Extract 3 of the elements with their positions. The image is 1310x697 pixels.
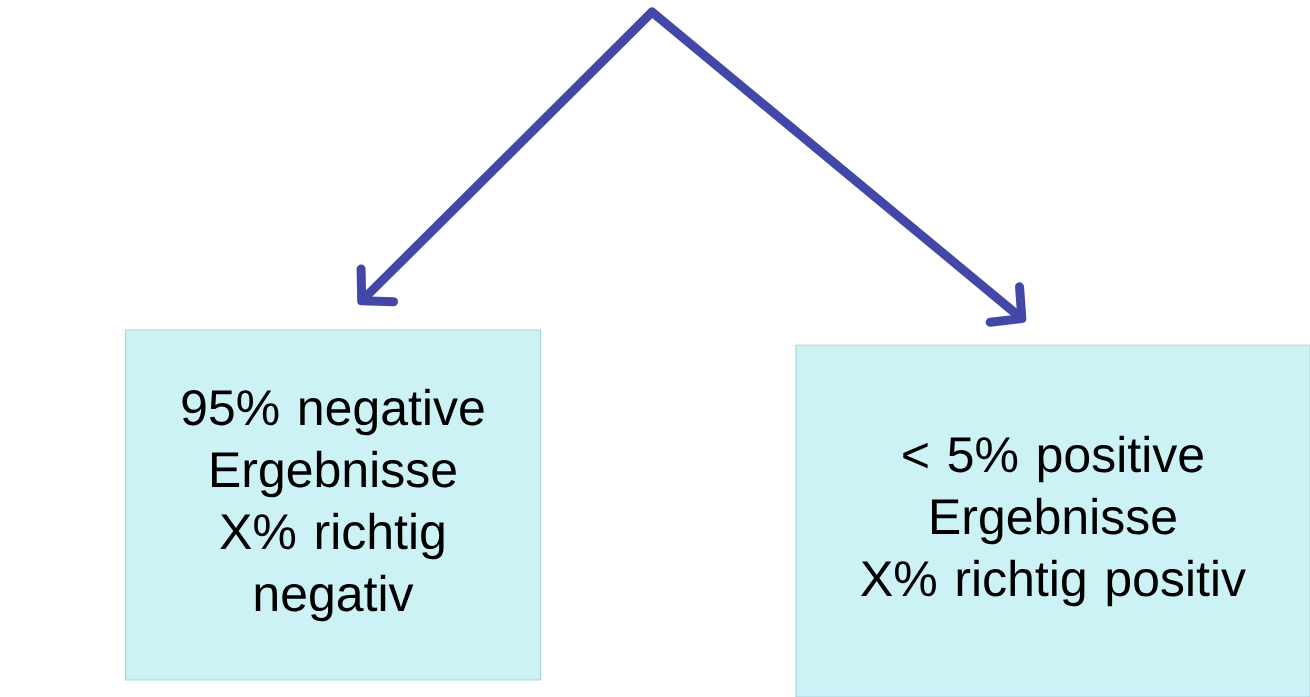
result-box: < 5% positive Ergebnisse X% richtig positiv <box>795 344 1310 697</box>
arrow <box>647 7 1027 327</box>
result-box: 95% negative Ergebnisse X% richtig negativ <box>124 329 542 681</box>
